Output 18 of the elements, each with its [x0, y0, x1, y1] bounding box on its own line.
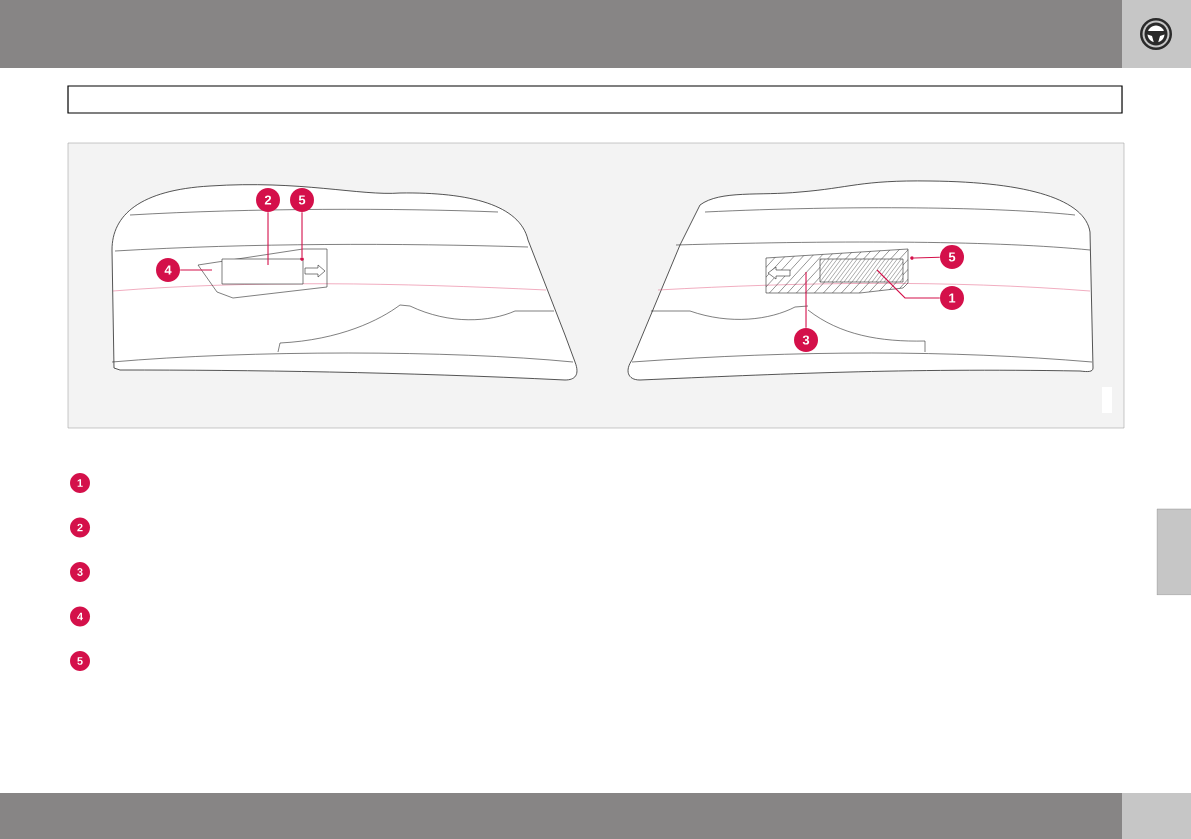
callout-number: 5	[70, 651, 90, 671]
heading-box	[67, 85, 1123, 114]
leader-line	[913, 256, 941, 259]
callout-number: 1	[70, 473, 90, 493]
callout-number: 1	[940, 286, 964, 310]
callout-number: 2	[70, 517, 90, 538]
callout-number: 5	[290, 188, 314, 212]
callout-number: 2	[256, 188, 280, 212]
callout-number: 4	[70, 606, 90, 627]
leader-line	[301, 211, 303, 258]
callout-number: 4	[156, 258, 180, 282]
callout-number: 5	[940, 245, 964, 269]
callout-number: 3	[794, 328, 818, 352]
leader-line	[805, 271, 807, 329]
leader-line	[267, 211, 269, 266]
callout-number: 3	[70, 562, 90, 582]
leader-line	[179, 269, 213, 271]
leader-line	[876, 269, 941, 299]
